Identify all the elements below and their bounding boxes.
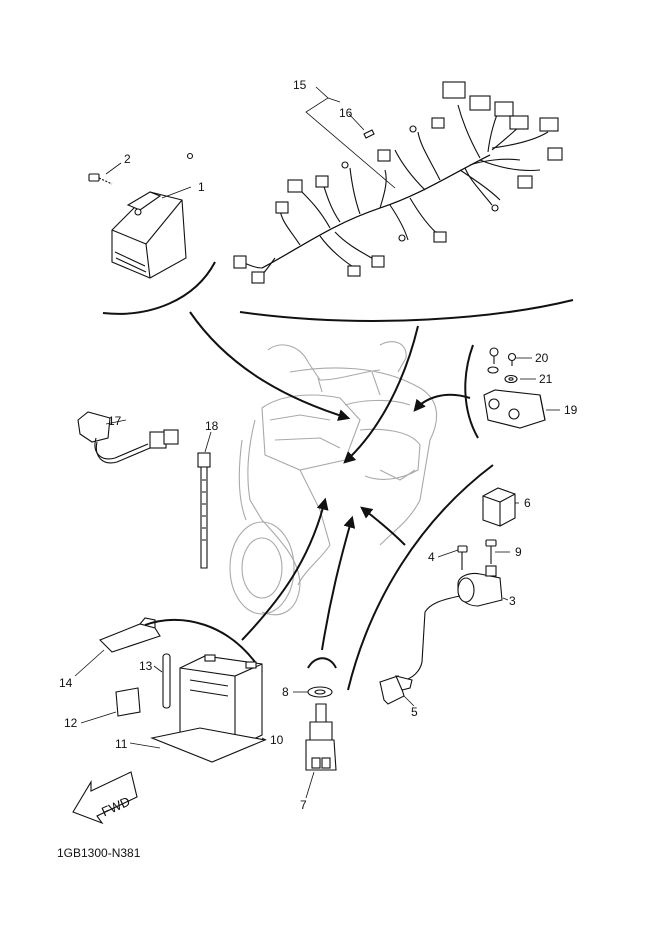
callout-8: 8	[282, 685, 289, 699]
battery-vent-tube-icon	[162, 653, 171, 709]
callout-14: 14	[59, 676, 73, 690]
sensor-lead-icon	[77, 411, 179, 464]
callout-13: 13	[139, 659, 153, 673]
callout-21: 21	[539, 372, 553, 386]
cable-tie-icon	[197, 452, 211, 569]
callout-11: 11	[115, 737, 128, 751]
bolt-icon	[457, 539, 497, 570]
callout-7: 7	[300, 798, 307, 812]
relay-bracket-icon	[483, 389, 546, 429]
callout-labels: 1 2 3 4 5 6 7 8 9 10 11 12 13 14 15 16 1…	[59, 78, 578, 812]
drawing-code: 1GB1300-N381	[57, 846, 141, 860]
scooter-outline	[229, 341, 438, 616]
screw-icon	[489, 347, 517, 366]
callout-17: 17	[108, 414, 122, 428]
callout-5: 5	[411, 705, 418, 719]
callout-leaders	[74, 86, 560, 799]
callout-18: 18	[205, 419, 219, 433]
battery-pad-icon	[115, 687, 141, 717]
callout-15: 15	[293, 78, 307, 92]
callout-12: 12	[64, 716, 78, 730]
callout-19: 19	[564, 403, 578, 417]
plug-cap-icon	[379, 675, 413, 705]
callout-2: 2	[124, 152, 131, 166]
wire-harness-icon	[186, 81, 563, 284]
battery-tray-icon	[150, 727, 267, 763]
relay-icon	[482, 487, 516, 527]
callout-1: 1	[198, 180, 205, 194]
leader-arrows	[189, 311, 471, 651]
battery-band-icon	[99, 617, 161, 653]
callout-20: 20	[535, 351, 549, 365]
callout-3: 3	[509, 594, 516, 608]
section-curves	[102, 261, 574, 691]
callout-4: 4	[428, 550, 435, 564]
switch-icon	[305, 703, 337, 771]
callout-10: 10	[270, 733, 284, 747]
screw-icon	[88, 173, 113, 185]
callout-16: 16	[339, 106, 353, 120]
washer-icon	[307, 686, 333, 698]
cdi-unit-icon	[111, 191, 187, 279]
callout-6: 6	[524, 496, 531, 510]
fwd-arrow-icon: FWD	[72, 771, 138, 825]
callout-9: 9	[515, 545, 522, 559]
washer-icon	[487, 366, 518, 384]
ignition-coil-icon	[404, 565, 503, 681]
